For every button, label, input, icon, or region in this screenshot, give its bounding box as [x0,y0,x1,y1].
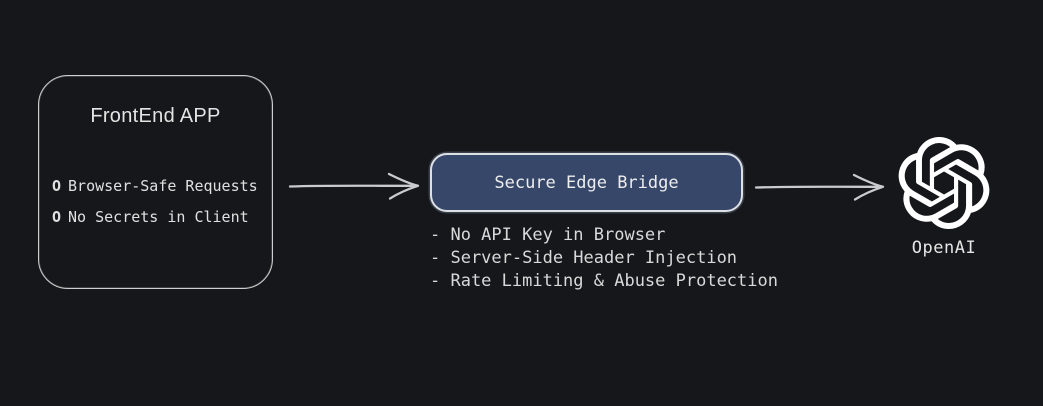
frontend-feature-item: O No Secrets in Client [52,207,267,227]
bridge-feature-item: - No API Key in Browser [430,225,666,245]
bridge-feature-list: - No API Key in Browser - Server-Side He… [430,224,778,293]
arrow-frontend-to-bridge[interactable] [286,169,426,203]
secure-edge-bridge-title: Secure Edge Bridge [494,172,679,193]
bridge-feature-item: - Server-Side Header Injection [430,248,738,268]
openai-node[interactable]: OpenAI [886,137,1002,258]
openai-logo-icon [898,137,990,229]
circle-bullet-icon: O [52,177,62,195]
frontend-feature-item: O Browser-Safe Requests [52,176,267,196]
secure-edge-bridge-node[interactable]: Secure Edge Bridge [430,153,743,212]
frontend-feature-label: No Secrets in Client [68,208,249,226]
frontend-app-title: FrontEnd APP [90,105,221,127]
circle-bullet-icon: O [52,208,62,226]
frontend-app-node[interactable]: FrontEnd APP O Browser-Safe Requests O No … [38,75,273,289]
openai-label: OpenAI [911,238,977,258]
arrow-bridge-to-openai[interactable] [750,169,892,205]
bridge-feature-item: - Rate Limiting & Abuse Protection [430,271,778,291]
frontend-feature-label: Browser-Safe Requests [68,177,258,195]
